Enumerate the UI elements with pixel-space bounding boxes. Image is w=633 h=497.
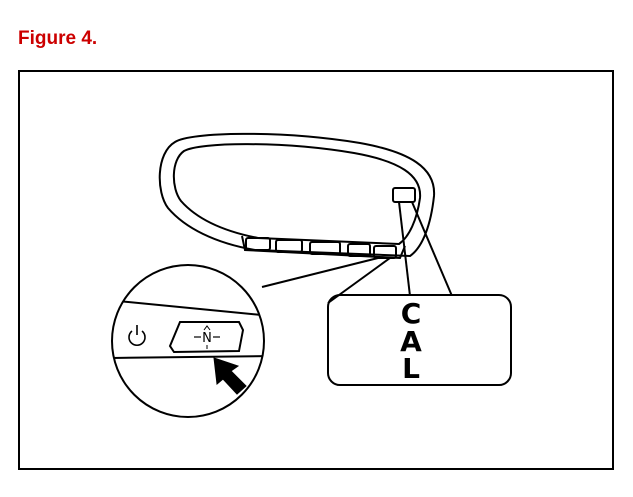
figure-title: Figure 4. [18, 28, 98, 49]
arrow-pointer-icon [213, 357, 247, 395]
cal-letter-l: L [402, 352, 420, 385]
rearview-mirror [158, 132, 436, 260]
figure-frame [18, 70, 614, 470]
cal-callout-box [327, 294, 512, 386]
cal-display-window [392, 187, 416, 203]
n-button-label: N [202, 331, 212, 346]
zoom-button-n-outline [168, 321, 245, 354]
mirror-button-4 [347, 243, 371, 257]
zoom-mirror-edge-bottom [112, 355, 264, 359]
n-button-glyph: N [194, 325, 220, 349]
zoom-mirror-edge-top [112, 299, 264, 317]
mirror-button-3 [309, 241, 341, 255]
callout-leaders [398, 201, 453, 297]
mirror-button-n [373, 245, 397, 259]
cal-letter-c: C [401, 297, 422, 330]
mirror-button-2 [275, 239, 303, 253]
cal-letter-a: A [400, 325, 422, 358]
power-icon [128, 325, 146, 346]
zoom-leaders [261, 257, 391, 304]
mirror-outer-shell [158, 132, 436, 258]
cal-callout: C A L [327, 294, 512, 386]
mirror-button-1 [245, 237, 271, 251]
mirror-inner-rim [172, 143, 422, 246]
zoom-detail: N [111, 264, 265, 418]
